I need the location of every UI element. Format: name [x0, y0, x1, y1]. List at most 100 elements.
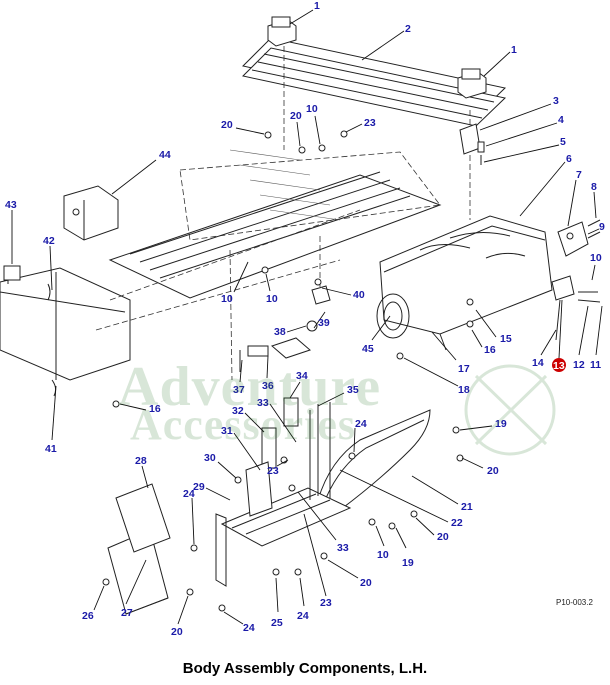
svg-text:43: 43: [5, 199, 17, 211]
svg-text:32: 32: [232, 405, 244, 417]
svg-text:37: 37: [233, 384, 245, 396]
mid-brackets: [229, 236, 331, 381]
wheelhouse-6: [376, 215, 553, 351]
callout: 30: [204, 452, 237, 479]
lower-rail-22: [220, 487, 352, 547]
svg-text:40: 40: [353, 289, 365, 301]
svg-text:34: 34: [296, 370, 308, 382]
svg-text:10: 10: [306, 103, 318, 115]
callout: 22: [339, 469, 463, 529]
callout: 4: [485, 114, 564, 147]
svg-text:9: 9: [599, 221, 605, 233]
callout: 20: [221, 119, 265, 135]
svg-text:24: 24: [243, 622, 255, 634]
callout: 28: [135, 455, 149, 489]
callout: 23: [345, 117, 376, 133]
callout: 8: [591, 181, 597, 219]
fasteners: [102, 130, 474, 612]
callout: 27: [121, 559, 147, 619]
svg-text:45: 45: [362, 343, 374, 355]
callout: 32: [232, 405, 265, 433]
callout: 24: [353, 418, 367, 453]
svg-text:13: 13: [553, 360, 565, 372]
svg-text:2: 2: [405, 23, 411, 35]
callout: 43: [5, 199, 17, 264]
svg-text:16: 16: [484, 344, 496, 356]
svg-text:10: 10: [590, 252, 602, 264]
callouts: 1 2 1 3 4 5 6 7 8 9 10 12 11 13 14 15 16…: [5, 0, 605, 638]
latch-13: [551, 275, 601, 341]
svg-text:20: 20: [171, 626, 183, 638]
callout: 37: [233, 359, 245, 396]
svg-text:22: 22: [451, 517, 463, 529]
svg-text:44: 44: [159, 149, 171, 161]
svg-text:23: 23: [267, 465, 279, 477]
callout: 20: [327, 559, 372, 589]
callout: 25: [271, 577, 283, 629]
callout: 19: [459, 418, 507, 431]
svg-text:26: 26: [82, 610, 94, 622]
svg-text:20: 20: [360, 577, 372, 589]
svg-text:3: 3: [553, 95, 559, 107]
callout: 15: [475, 309, 512, 345]
svg-text:33: 33: [257, 397, 269, 409]
svg-text:41: 41: [45, 443, 57, 455]
svg-text:25: 25: [271, 617, 283, 629]
svg-text:10: 10: [377, 549, 389, 561]
callout: 21: [411, 475, 473, 513]
svg-text:36: 36: [262, 380, 274, 392]
callout: 20: [171, 595, 189, 638]
svg-text:11: 11: [590, 359, 601, 371]
svg-text:21: 21: [461, 501, 473, 513]
svg-text:15: 15: [500, 333, 512, 345]
bracket-44: [63, 185, 119, 241]
svg-text:20: 20: [221, 119, 233, 131]
svg-text:31: 31: [221, 425, 233, 437]
svg-text:17: 17: [458, 363, 470, 375]
callout: 12: [573, 305, 589, 371]
svg-text:1: 1: [511, 44, 517, 56]
svg-text:24: 24: [183, 488, 195, 500]
parts-illustration: [0, 16, 601, 615]
vertical-brackets: [245, 397, 319, 517]
callout: 41: [45, 385, 57, 455]
running-board-21: [317, 402, 431, 511]
svg-text:1: 1: [314, 0, 320, 12]
callout: 10: [306, 103, 321, 145]
callout: 11: [590, 305, 603, 371]
callout: 42: [43, 235, 55, 291]
callout: 38: [274, 325, 307, 338]
svg-text:38: 38: [274, 326, 286, 338]
svg-text:6: 6: [566, 153, 572, 165]
callout: 10: [375, 525, 389, 561]
callout: 10: [221, 261, 249, 305]
callout: 16: [471, 329, 496, 356]
lower-tray-27: [107, 483, 227, 615]
callout: 29: [193, 481, 231, 501]
callout: 20: [461, 457, 499, 477]
callout: 31: [221, 425, 261, 471]
callout: 2: [361, 23, 411, 61]
callout: 13: [552, 299, 566, 372]
callout: 45: [362, 315, 391, 355]
callout: 33: [297, 491, 349, 554]
svg-text:28: 28: [135, 455, 147, 467]
callout: 9: [587, 221, 605, 235]
svg-text:18: 18: [458, 384, 470, 396]
svg-text:33: 33: [337, 542, 349, 554]
callout: 10: [265, 273, 278, 305]
svg-text:10: 10: [221, 293, 233, 305]
callout: 5: [483, 136, 566, 163]
svg-text:7: 7: [576, 169, 582, 181]
svg-text:39: 39: [318, 317, 330, 329]
svg-text:19: 19: [495, 418, 507, 430]
svg-text:29: 29: [193, 481, 205, 493]
svg-text:20: 20: [437, 531, 449, 543]
callout: 33: [257, 397, 297, 443]
callout: 26: [82, 585, 105, 622]
svg-text:27: 27: [121, 607, 133, 619]
top-rail-assembly: [241, 16, 507, 220]
svg-text:20: 20: [487, 465, 499, 477]
callout: 18: [403, 357, 470, 396]
